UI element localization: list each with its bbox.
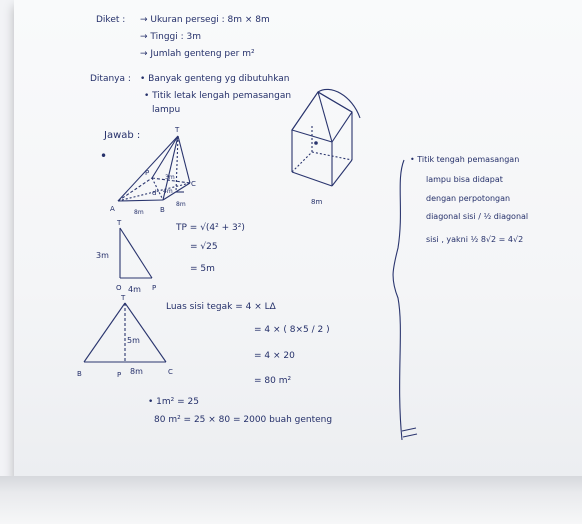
bullet-dot: • xyxy=(100,149,107,163)
ditanya-label: Ditanya : xyxy=(90,74,131,84)
small-triangle-drawing xyxy=(119,227,153,279)
pyramid-drawing xyxy=(117,135,191,202)
big-triangle-c: C xyxy=(168,368,173,376)
note-line-1: • Titik tengah pemasangan xyxy=(410,155,519,164)
jawab-label: Jawab : xyxy=(103,130,140,141)
ditanya-line-1: • Banyak genteng yg dibutuhkan xyxy=(140,74,290,84)
pyramid-label-b: B xyxy=(160,206,165,214)
double-underline xyxy=(401,427,418,438)
pyramid-label-p: P xyxy=(145,169,149,177)
small-triangle-p: P xyxy=(152,284,156,292)
paper-sheet xyxy=(14,0,582,478)
luas-line-1: Luas sisi tegak = 4 × LΔ xyxy=(166,302,277,312)
small-triangle-base: 4m xyxy=(128,285,141,294)
big-triangle-drawing xyxy=(83,302,167,363)
pyramid-label-a: A xyxy=(110,205,115,213)
diket-line-2: → Tinggi : 3m xyxy=(140,32,201,42)
small-triangle-t: T xyxy=(116,219,122,227)
big-triangle-height: 5m xyxy=(127,336,140,345)
luas-line-2: = 4 × ( 8×5 / 2 ) xyxy=(254,325,330,335)
note-line-5: sisi , yakni ½ 8√2 = 4√2 xyxy=(426,235,523,244)
tp-calc-line-1: TP = √(4² + 3²) xyxy=(175,222,245,233)
ditanya-line-3: lampu xyxy=(152,105,180,115)
diket-line-1: → Ukuran persegi : 8m × 8m xyxy=(140,15,270,25)
pyramid-label-height: 3m xyxy=(165,174,175,181)
pyramid-label-t: T xyxy=(174,126,180,134)
genteng-line-1: • 1m² = 25 xyxy=(148,397,199,407)
big-triangle-base: 8m xyxy=(130,367,143,376)
big-triangle-p: P xyxy=(117,371,121,379)
pyramid-label-base1: 8m xyxy=(134,209,144,216)
small-triangle-o: O xyxy=(116,284,122,292)
lamp-point xyxy=(314,141,318,145)
tp-calc-line-3: = 5m xyxy=(190,264,215,274)
cube-drawing xyxy=(291,88,361,187)
big-triangle-b: B xyxy=(77,370,82,378)
pyramid-label-base2: 8m xyxy=(176,201,186,208)
diket-line-3: → Jumlah genteng per m² xyxy=(140,49,255,59)
ditanya-line-2: • Titik letak lengah pemasangan xyxy=(144,91,291,101)
luas-line-4: = 80 m² xyxy=(254,376,291,386)
note-line-3: dengan perpotongan xyxy=(426,194,510,203)
luas-line-3: = 4 × 20 xyxy=(254,351,295,361)
table-shadow xyxy=(0,476,582,524)
diket-label: Diket : xyxy=(96,15,125,25)
pyramid-label-half: 4m xyxy=(163,188,173,195)
note-line-4: diagonal sisi / ½ diagonal xyxy=(426,212,528,221)
big-triangle-t: T xyxy=(120,294,126,302)
pyramid-label-c: C xyxy=(191,180,196,188)
note-line-2: lampu bisa didapat xyxy=(426,175,503,184)
genteng-line-2: 80 m² = 25 × 80 = 2000 buah genteng xyxy=(154,415,332,425)
cube-label-base: 8m xyxy=(311,198,322,206)
small-triangle-height: 3m xyxy=(96,251,109,260)
pyramid-label-d: d xyxy=(152,189,156,197)
tp-calc-line-2: = √25 xyxy=(190,241,218,252)
curly-brace xyxy=(392,159,405,441)
